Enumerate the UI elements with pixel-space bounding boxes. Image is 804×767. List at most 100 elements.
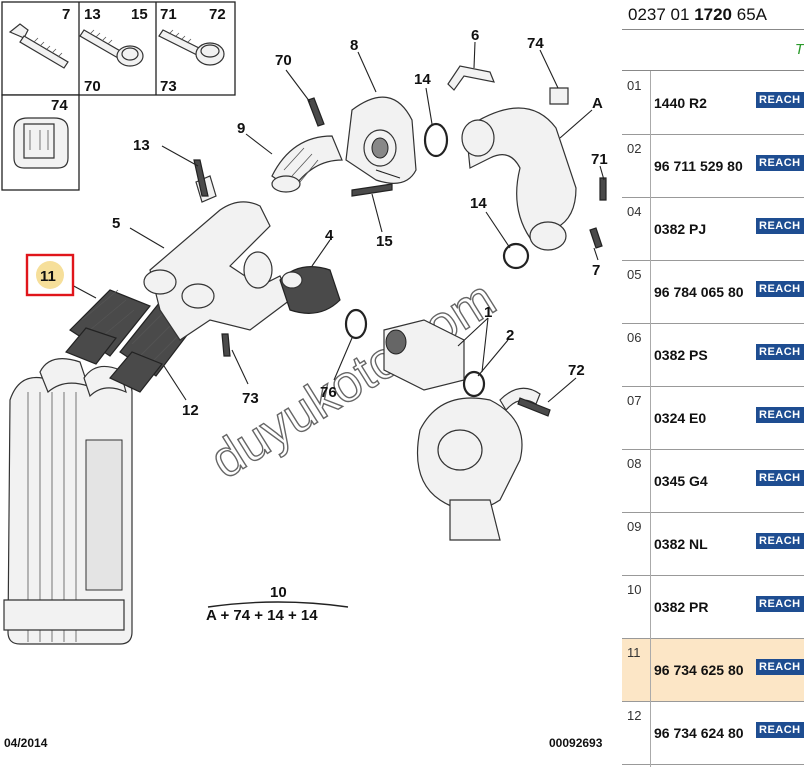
row-number: 07 bbox=[627, 393, 642, 408]
callout-A: A bbox=[592, 95, 603, 112]
row-number: 02 bbox=[627, 141, 642, 156]
part-reference[interactable]: 96 734 625 80 bbox=[654, 662, 744, 678]
turbocharger bbox=[416, 387, 541, 541]
bolt-icon bbox=[8, 23, 69, 69]
callout-71: 71 bbox=[591, 151, 608, 168]
bolt-icon bbox=[158, 29, 225, 66]
callout-5: 5 bbox=[112, 215, 120, 232]
table-row[interactable]: 04 0382 PJ REACH bbox=[622, 198, 804, 261]
callout-7: 7 bbox=[592, 262, 600, 279]
bolt-72 bbox=[517, 397, 551, 417]
row-number: 09 bbox=[627, 519, 642, 534]
reach-badge: REACH bbox=[756, 722, 804, 738]
reach-badge: REACH bbox=[756, 659, 804, 675]
callout-9: 9 bbox=[237, 120, 245, 137]
callout-14-lower: 14 bbox=[470, 195, 487, 212]
diagram-date: 04/2014 bbox=[4, 736, 48, 750]
row-number: 04 bbox=[627, 204, 642, 219]
callout-2: 2 bbox=[506, 327, 514, 344]
table-header: 0237 01 1720 65A bbox=[622, 0, 804, 30]
seal-ring-14 bbox=[423, 122, 449, 158]
callout-12: 12 bbox=[182, 402, 199, 419]
reach-badge: REACH bbox=[756, 92, 804, 108]
table-row[interactable]: 09 0382 NL REACH bbox=[622, 513, 804, 576]
seal-ring-14 bbox=[502, 242, 530, 270]
inset-callout-74: 74 bbox=[51, 97, 68, 114]
header-prefix: 0237 01 bbox=[628, 5, 695, 24]
part-reference[interactable]: 0382 NL bbox=[654, 536, 708, 552]
kit-formula: A + 74 + 14 + 14 bbox=[206, 607, 318, 624]
part-reference[interactable]: 96 784 065 80 bbox=[654, 284, 744, 300]
bolt-7 bbox=[589, 227, 603, 249]
table-row[interactable]: 12 96 734 624 80 REACH bbox=[622, 702, 804, 765]
reach-badge: REACH bbox=[756, 344, 804, 360]
parts-diagram: 7 13 15 71 72 70 73 74 duyukoto.com bbox=[1, 1, 608, 750]
kit-brace bbox=[207, 601, 349, 608]
reach-badge: REACH bbox=[756, 407, 804, 423]
seal-ring-76 bbox=[344, 308, 368, 340]
seal-ring-2 bbox=[462, 370, 486, 398]
throttle-body-8 bbox=[345, 96, 417, 184]
parts-table: 0237 01 1720 65A T 01 1440 R2 REACH 02 96 71… bbox=[622, 0, 804, 767]
callout-74: 74 bbox=[527, 35, 544, 52]
inset-callout-71: 71 bbox=[160, 6, 177, 23]
row-number: 05 bbox=[627, 267, 642, 282]
table-row[interactable]: 06 0382 PS REACH bbox=[622, 324, 804, 387]
pipe-6 bbox=[447, 65, 495, 91]
table-subheader: T bbox=[622, 31, 804, 71]
callout-14-upper: 14 bbox=[414, 71, 431, 88]
table-row[interactable]: 01 1440 R2 REACH bbox=[622, 72, 804, 135]
clip-icon bbox=[13, 117, 69, 169]
row-number: 06 bbox=[627, 330, 642, 345]
header-bold: 1720 bbox=[694, 5, 733, 24]
callout-11[interactable]: 11 bbox=[40, 268, 56, 285]
row-number: 11 bbox=[627, 645, 641, 660]
part-reference[interactable]: 96 711 529 80 bbox=[654, 158, 743, 174]
row-number: 01 bbox=[627, 78, 642, 93]
part-reference[interactable]: 0345 G4 bbox=[654, 473, 708, 489]
table-row[interactable]: 11 96 734 625 80 REACH bbox=[622, 639, 804, 702]
part-reference[interactable]: 1440 R2 bbox=[654, 95, 707, 111]
inset-callout-7: 7 bbox=[62, 6, 70, 23]
row-number: 12 bbox=[627, 708, 642, 723]
table-row[interactable]: 08 0345 G4 REACH bbox=[622, 450, 804, 513]
callout-8: 8 bbox=[350, 37, 358, 54]
callout-70: 70 bbox=[275, 52, 292, 69]
part-reference[interactable]: 96 734 624 80 bbox=[654, 725, 744, 741]
callout-6: 6 bbox=[471, 27, 479, 44]
part-reference[interactable]: 0382 PR bbox=[654, 599, 709, 615]
bolt-73 bbox=[221, 333, 231, 357]
table-row[interactable]: 07 0324 E0 REACH bbox=[622, 387, 804, 450]
bolt-71 bbox=[599, 177, 607, 201]
row-number: 10 bbox=[627, 582, 642, 597]
reach-badge: REACH bbox=[756, 470, 804, 486]
bolt-13 bbox=[193, 159, 209, 197]
callout-72: 72 bbox=[568, 362, 585, 379]
part-reference[interactable]: 0382 PJ bbox=[654, 221, 707, 237]
part-reference[interactable]: 0382 PS bbox=[654, 347, 708, 363]
selected-part-marker bbox=[36, 261, 64, 289]
leader-lines bbox=[69, 41, 605, 403]
bolt-70 bbox=[307, 97, 325, 127]
part-reference[interactable]: 0324 E0 bbox=[654, 410, 707, 426]
diagram-number: 00092693 bbox=[549, 736, 603, 750]
inset-callout-13: 13 bbox=[84, 6, 101, 23]
hose-4 bbox=[279, 266, 341, 314]
inset-callout-72: 72 bbox=[209, 6, 226, 23]
inset-fasteners: 7 13 15 71 72 70 73 74 bbox=[1, 1, 236, 191]
reach-badge: REACH bbox=[756, 596, 804, 612]
intake-manifold-5 bbox=[143, 175, 291, 341]
table-row[interactable]: 10 0382 PR REACH bbox=[622, 576, 804, 639]
inset-callout-70: 70 bbox=[84, 78, 101, 95]
hose-9 bbox=[271, 135, 343, 193]
callout-4: 4 bbox=[325, 227, 334, 244]
callout-15: 15 bbox=[376, 233, 393, 250]
subheader-text: T bbox=[794, 41, 804, 58]
callout-13: 13 bbox=[133, 137, 150, 154]
reach-badge: REACH bbox=[756, 218, 804, 234]
row-number: 08 bbox=[627, 456, 642, 471]
callout-73: 73 bbox=[242, 390, 259, 407]
reach-badge: REACH bbox=[756, 533, 804, 549]
